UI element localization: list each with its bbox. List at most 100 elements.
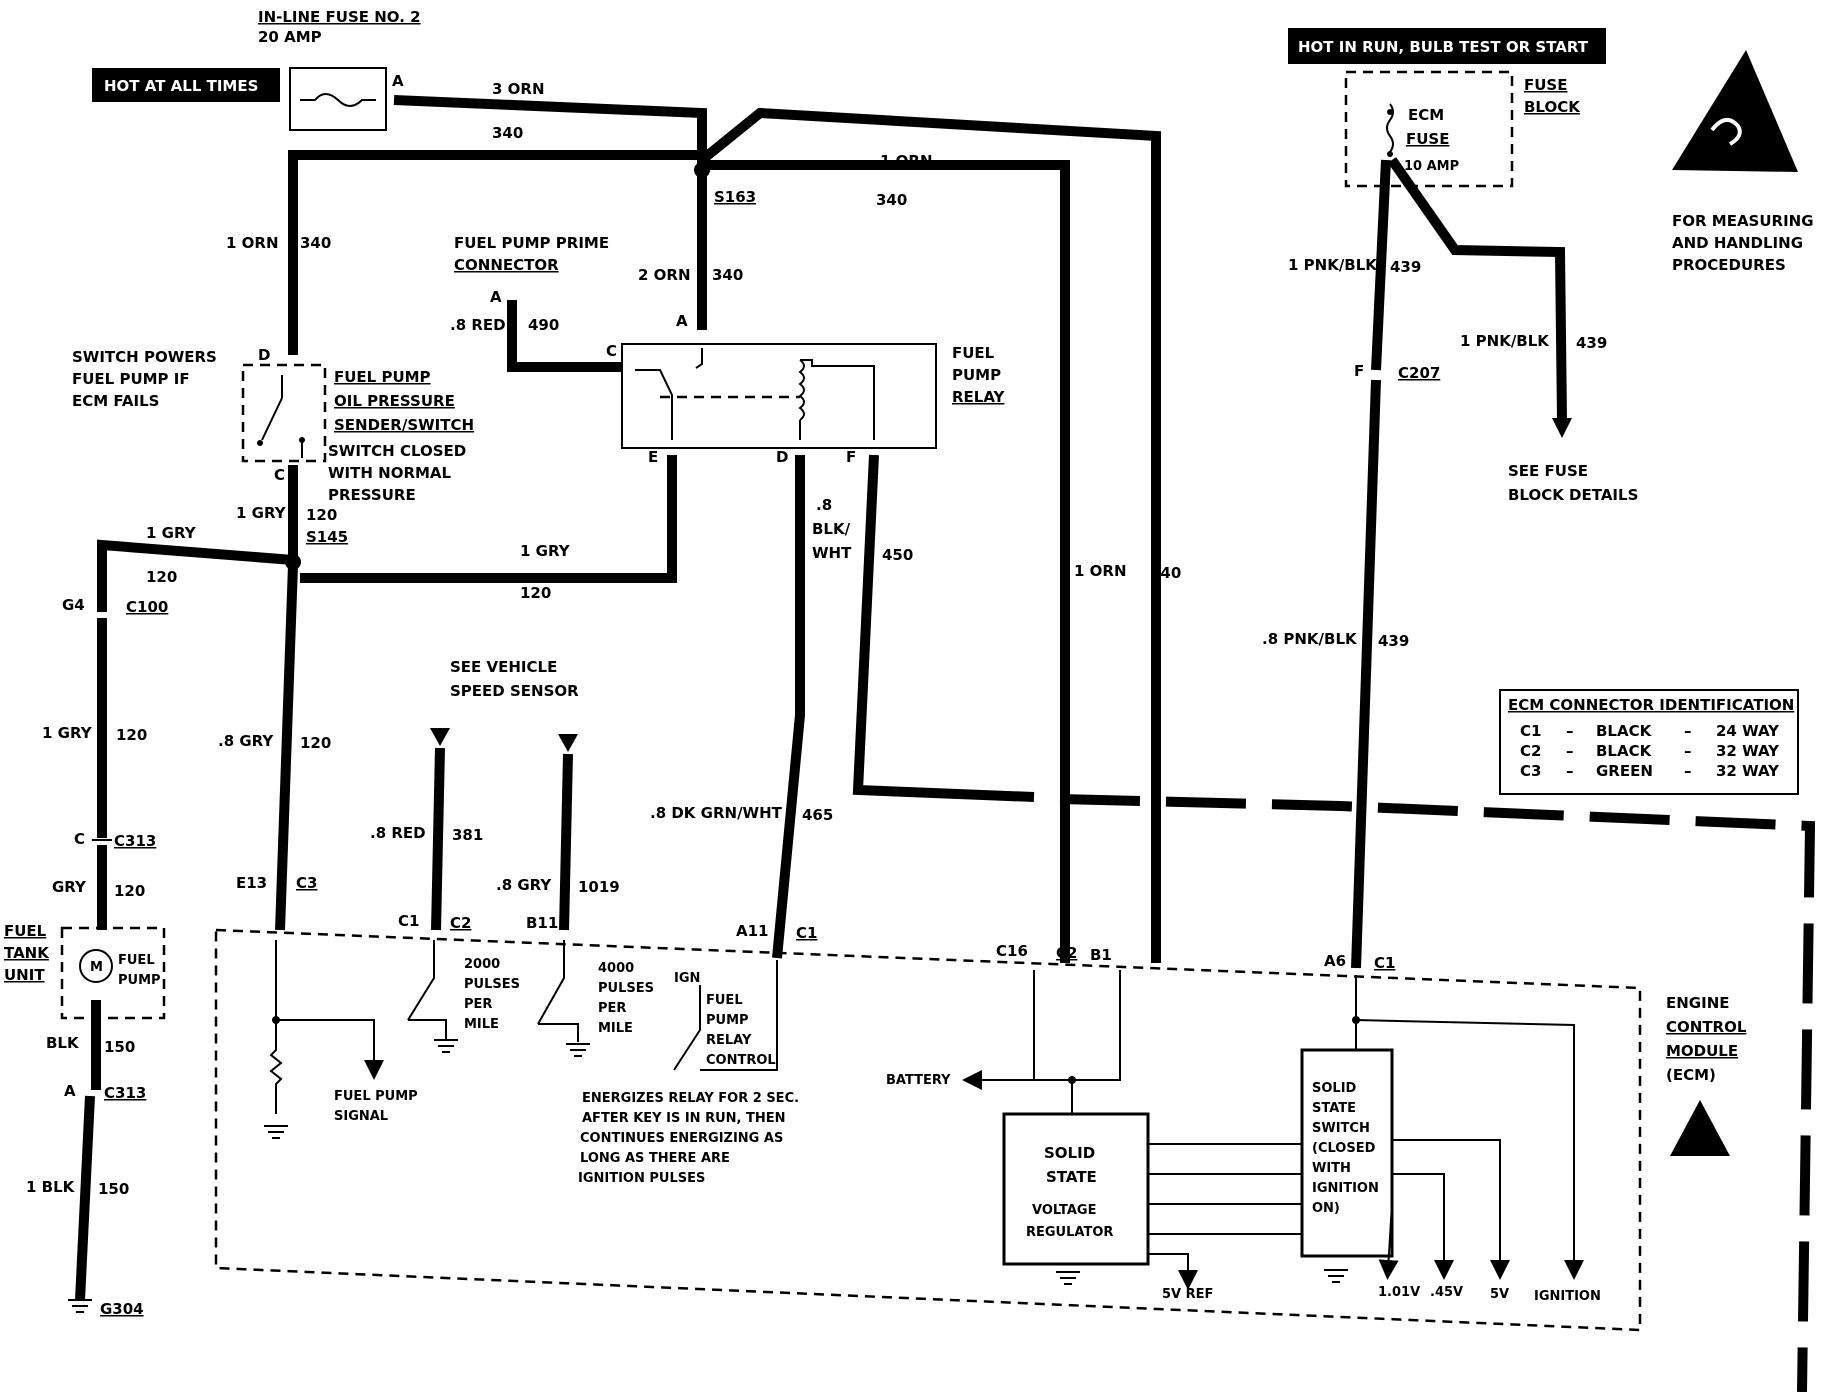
label-340d: 340 [300,234,331,252]
tank-title-1: FUEL [4,922,47,940]
battery-line [962,970,1035,1090]
label-1orn-right: 1 ORN [1074,562,1127,580]
label-c313a: C313 [114,832,156,850]
label-1gry-b: 1 GRY [520,542,571,560]
label-120b: 120 [520,584,551,602]
hot-all-times-box [92,68,280,102]
oil-switch-contact [257,440,263,446]
label-8blk-2: BLK/ [812,520,851,538]
module-title-3: MODULE [1666,1042,1738,1060]
pin-e13: E13 [236,874,267,892]
battery-line-2 [1034,970,1121,1081]
ecm-connector-table [1499,689,1799,795]
inline-fuse-box [289,67,387,131]
fuse2-pin: A [392,72,404,90]
conn-dash1: – [1566,722,1574,740]
label-1blk: 1 BLK [26,1178,76,1196]
label-8red2: .8 RED [370,824,426,842]
battery-label: BATTERY [886,1073,951,1088]
relay-pin-e: E [648,448,658,466]
vss-note-2: SPEED SENSOR [450,682,579,700]
sw-4: (CLOSED [1312,1141,1376,1156]
label-c313a-pin: C [74,830,85,848]
hot-run-label: HOT IN RUN, BULB TEST OR START [1298,38,1589,56]
relay-switch-arm [635,369,673,440]
reg-1: SOLID [1044,1144,1095,1162]
v5-label: 5V [1490,1287,1509,1302]
v45-label: .45V [1430,1285,1463,1300]
label-8gry: .8 GRY [218,732,274,750]
relay-pin-a: A [676,312,688,330]
p4000-3: PER [598,1001,626,1016]
ecm-fuse-contact2 [1387,151,1393,157]
fuse2-amp: 20 AMP [258,28,322,46]
sw-3: SWITCH [1312,1121,1370,1136]
p2000-4: MILE [464,1017,499,1032]
wire-1orn-left [288,150,702,355]
label-gry: GRY [52,878,87,896]
label-8gry2: .8 GRY [496,876,552,894]
fpr-control-line [700,960,778,1071]
vss-arrow-2-icon [558,734,578,752]
conn-dash1b: – [1684,722,1692,740]
switch-note-2: FUEL PUMP IF [72,370,190,388]
wire-8pnk [1351,379,1381,969]
wire-8gry-e13 [275,564,298,931]
oil-title-1: FUEL PUMP [334,368,431,386]
ecm-esd-icon [1670,1100,1730,1156]
hot-all-times-label: HOT AT ALL TIMES [104,77,258,95]
label-8pnk: .8 PNK/BLK [1262,630,1358,648]
label-8red: .8 RED [450,316,506,334]
prime-pin-a: A [490,288,502,306]
pin-c1b: C1 [796,924,817,942]
oil-note-2: WITH NORMAL [328,464,452,482]
sw-6: IGNITION [1312,1181,1379,1196]
conn-dash2: – [1566,742,1574,760]
oil-title-3: SENDER/SWITCH [334,416,474,434]
fps-1: FUEL PUMP [334,1089,418,1104]
pin-c2b: C2 [1056,944,1077,962]
v101-label: 1.01V [1378,1285,1420,1300]
ign2-label: IGNITION [1534,1289,1601,1304]
sw-2: STATE [1312,1101,1356,1116]
pin-c1a: C1 [398,912,419,930]
label-g304: G304 [100,1300,144,1318]
wire-450-dashed [1059,794,1816,1392]
p4000-2: PULSES [598,981,654,996]
relay-coil-icon [798,359,805,421]
ecm-note-5: IGNITION PULSES [578,1171,705,1186]
label-150a: 150 [104,1038,135,1056]
switch-note-1: SWITCH POWERS [72,348,217,366]
esd-warning-icon [1672,50,1798,172]
conn-c1: C1 [1520,722,1541,740]
solid-state-switch-box [1300,1048,1394,1258]
ecm-note-1: ENERGIZES RELAY FOR 2 SEC. [582,1091,799,1106]
ecm-conn-row: C1 – BLACK – 24 WAY [1520,722,1780,740]
conn-color3: GREEN [1596,762,1653,780]
vss-note-1: SEE VEHICLE [450,658,557,676]
label-1pnk2: 1 PNK/BLK [1460,332,1550,350]
pulses-2000-lead [408,1019,447,1040]
conn-way2: 32 WAY [1716,742,1780,760]
label-439c: 439 [1378,632,1409,650]
ecm-note-4: LONG AS THERE ARE [580,1151,730,1166]
fpr-2: PUMP [706,1013,749,1028]
see-fuse-1: SEE FUSE [1508,462,1588,480]
reg-2: STATE [1046,1168,1097,1186]
label-490: 490 [528,316,559,334]
fuse-block-box [1344,70,1514,188]
oil-switch-arm [261,397,283,441]
ecm-conn-row: C2 – BLACK – 32 WAY [1520,742,1780,760]
module-title-4: (ECM) [1666,1066,1716,1084]
label-1gry-c: 1 GRY [146,524,197,542]
conn-color1: BLACK [1596,722,1653,740]
tank-title-3: UNIT [4,966,45,984]
oil-note-1: SWITCH CLOSED [328,442,466,460]
ecm-fuse-label-2: FUSE [1406,130,1449,148]
label-340b: 340 [876,191,907,209]
relay-pin-d: D [776,448,788,466]
label-381: 381 [452,826,483,844]
label-8blk-1: .8 [816,496,832,514]
ground-icon-1 [264,1125,288,1139]
